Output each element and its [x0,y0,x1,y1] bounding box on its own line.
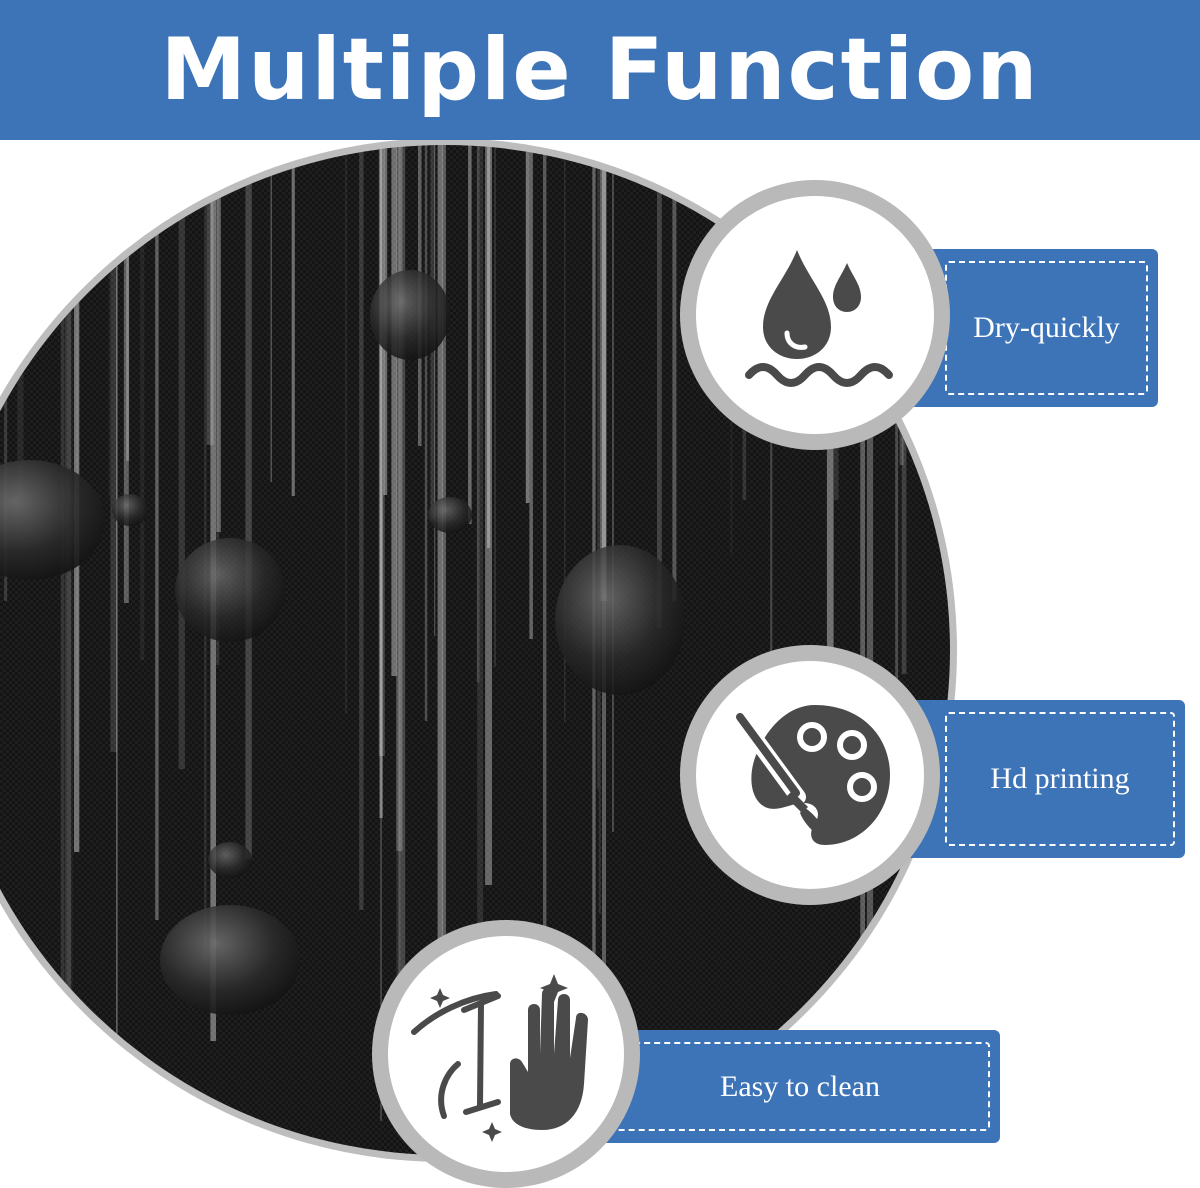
badge-easy-to-clean [372,920,640,1188]
feature-label: Hd printing [990,762,1130,795]
paint-palette-icon [729,704,890,845]
page-title: Multiple Function [160,20,1040,120]
feature-easy-to-clean: Easy to clean [590,1030,1000,1143]
wiping-hand-icon [410,973,588,1142]
badge-dry-quickly [680,180,950,450]
feature-label: Dry-quickly [973,311,1120,344]
header-banner: Multiple Function [0,0,1200,140]
badge-hd-printing [680,645,940,905]
feature-dry-quickly: Dry-quickly [905,249,1158,407]
feature-label: Easy to clean [720,1069,880,1103]
water-drop-icon [745,250,893,387]
feature-hd-printing: Hd printing [905,700,1185,858]
